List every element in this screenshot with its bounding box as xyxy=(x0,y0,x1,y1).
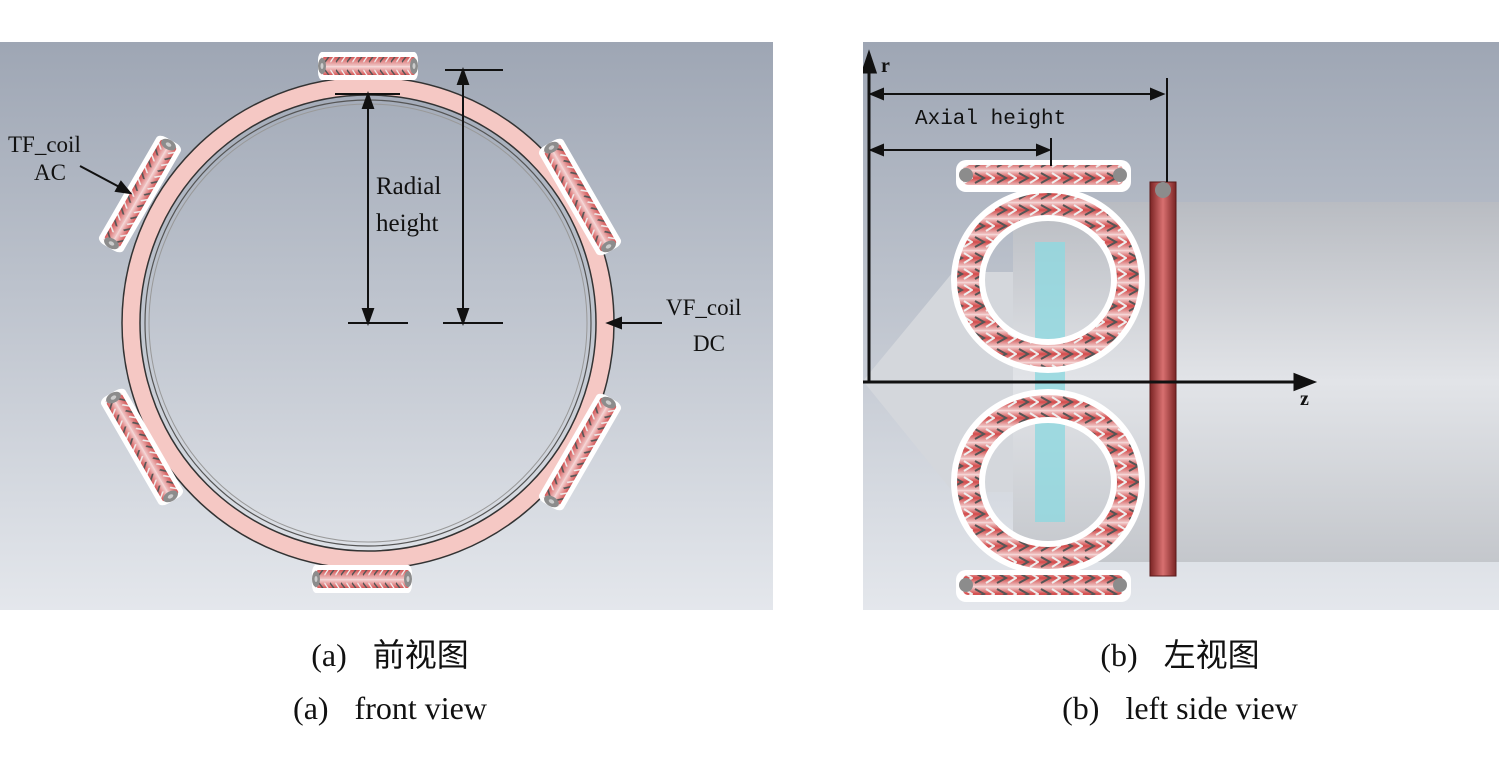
tf-coil-ring-upper xyxy=(951,187,1145,373)
caption-a-en-tag: (a) xyxy=(293,690,329,726)
caption-a-en-text: front view xyxy=(354,690,487,726)
tf-coil-bottom-edge xyxy=(956,570,1131,602)
vf-coil-label-line2: DC xyxy=(693,331,725,356)
caption-b-en: (b) left side view xyxy=(1020,690,1340,727)
vf-coil-label-line1: VF_coil xyxy=(666,295,741,320)
caption-b-cn-text: 左视图 xyxy=(1163,637,1260,673)
tf-coil-label-line2: AC xyxy=(34,160,66,185)
r-axis xyxy=(863,49,878,382)
tf-coil-top-edge xyxy=(956,160,1131,192)
axial-height-label: Axial height xyxy=(915,108,1066,131)
radial-height-label-line2: height xyxy=(376,210,439,237)
tf-coil-label-line1: TF_coil xyxy=(8,132,81,157)
side-view-drawing: r z Axial height xyxy=(863,42,1499,610)
caption-a-cn-tag: (a) xyxy=(311,637,347,673)
tf-coil-ring-lower xyxy=(951,389,1145,575)
caption-a-cn: (a) 前视图 xyxy=(270,630,510,676)
caption-b-cn: (b) 左视图 xyxy=(1060,630,1300,676)
front-view-drawing: TF_coil AC Radial height VF_coil DC xyxy=(0,42,773,610)
tf-coil-4 xyxy=(312,565,412,593)
vf-coil-pointer xyxy=(605,316,662,330)
r-axis-label: r xyxy=(881,55,890,77)
axial-height-dimension xyxy=(868,78,1168,182)
caption-a-en: (a) front view xyxy=(250,690,530,727)
caption-b-cn-tag: (b) xyxy=(1100,637,1138,673)
z-axis xyxy=(863,372,1318,392)
z-axis-label: z xyxy=(1300,388,1309,410)
tf-coil-1 xyxy=(318,52,418,80)
vf-coil-bar xyxy=(1149,181,1177,577)
front-view-panel: TF_coil AC Radial height VF_coil DC xyxy=(0,42,773,610)
radial-height-dimension xyxy=(335,67,503,326)
caption-b-en-text: left side view xyxy=(1125,690,1298,726)
radial-height-label-line1: Radial xyxy=(376,173,441,200)
side-view-panel: r z Axial height xyxy=(863,42,1499,610)
tf-coil-pointer xyxy=(79,165,133,195)
caption-b-en-tag: (b) xyxy=(1062,690,1100,726)
caption-a-cn-text: 前视图 xyxy=(372,637,469,673)
